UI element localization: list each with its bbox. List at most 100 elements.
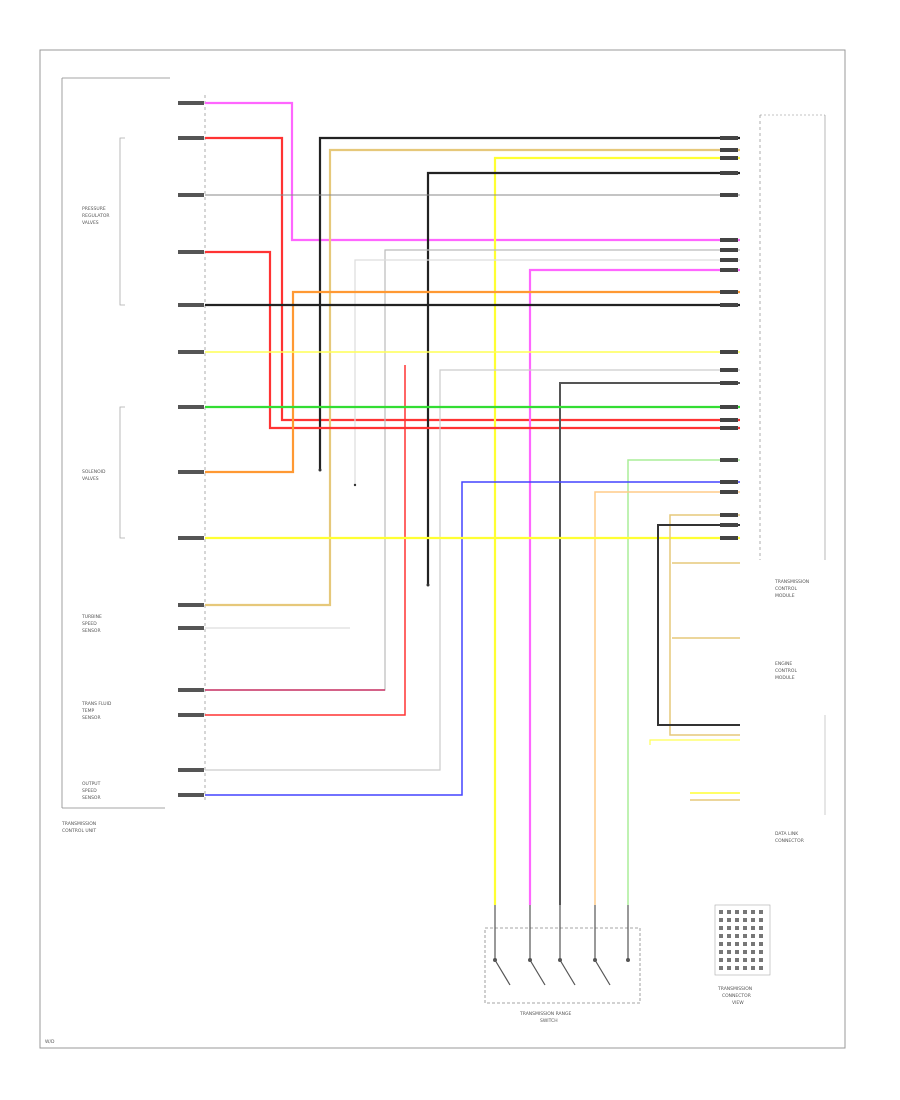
wire-orange-1: [205, 290, 740, 474]
wire-tan-1: [205, 148, 740, 607]
connector-face-grid: [714, 904, 771, 976]
label-fluid-temp-3: SENSOR: [82, 715, 101, 721]
wire-pink-2: [528, 268, 740, 905]
transmission-range-switch: [484, 905, 641, 1004]
connector-pin: [759, 966, 763, 970]
label-connector-view-1: TRANSMISSION: [717, 986, 752, 992]
connector-pin: [743, 958, 747, 962]
connector-pin: [727, 934, 731, 938]
wire-tan-2: [669, 514, 740, 736]
connector-pin: [735, 966, 739, 970]
connector-pin: [727, 918, 731, 922]
wire-lightgray-2: [354, 259, 740, 485]
label-right-module-2b: CONTROL: [775, 668, 797, 674]
connector-pin: [719, 918, 723, 922]
connector-pin: [727, 910, 731, 914]
connector-pin: [743, 966, 747, 970]
label-output-speed-2: SPEED: [82, 788, 97, 794]
splice-points: [318, 468, 430, 587]
connector-pin: [719, 942, 723, 946]
connector-pin: [735, 926, 739, 930]
wire-lightgray-1: [205, 249, 740, 691]
wire-black-2: [426, 171, 740, 585]
label-solenoid-2: VALVES: [82, 476, 99, 482]
label-right-module-3b: CONNECTOR: [775, 838, 804, 844]
label-right-module-1b: CONTROL: [775, 586, 797, 592]
connector-pin: [759, 934, 763, 938]
label-connector-view-3: VIEW: [732, 1000, 744, 1006]
connector-pin: [735, 918, 739, 922]
label-right-module-1a: TRANSMISSION: [774, 579, 809, 585]
connector-pin: [735, 942, 739, 946]
wire-blue-1: [205, 481, 740, 796]
connector-pin: [751, 918, 755, 922]
connector-pin: [759, 950, 763, 954]
connector-pin: [751, 942, 755, 946]
left-pins: [178, 101, 204, 797]
connector-pin: [751, 958, 755, 962]
label-fluid-temp-2: TEMP: [81, 708, 94, 714]
connector-pin: [735, 950, 739, 954]
connector-pin: [719, 966, 723, 970]
wire-lightgreen-1: [627, 459, 740, 905]
connector-pin: [719, 926, 723, 930]
wire-black-1: [318, 136, 740, 470]
wire-red-1: [205, 136, 740, 422]
connector-pin: [759, 958, 763, 962]
label-right-module-1c: MODULE: [775, 593, 795, 599]
diagram-frame: [39, 49, 846, 1049]
connector-pin: [743, 942, 747, 946]
connector-pin: [743, 950, 747, 954]
wire-gray-2: [559, 382, 740, 905]
wire-red-4: [205, 365, 406, 716]
connector-pin: [759, 926, 763, 930]
connector-pin: [727, 966, 731, 970]
connector-face-pins: [719, 910, 763, 970]
connector-pin: [719, 950, 723, 954]
label-pressure-regulator-3: VALVES: [82, 220, 99, 226]
connector-pin: [751, 926, 755, 930]
label-right-module-3a: DATA LINK: [775, 831, 799, 837]
label-connector-view-2: CONNECTOR: [722, 993, 751, 999]
label-output-speed-3: SENSOR: [82, 795, 101, 801]
connector-pin: [727, 942, 731, 946]
connector-pin: [743, 934, 747, 938]
connector-pin: [759, 942, 763, 946]
wire-peach-1: [594, 491, 740, 905]
label-range-switch-2: SWITCH: [540, 1018, 558, 1024]
connector-pin: [719, 958, 723, 962]
label-left-module-2: CONTROL UNIT: [62, 828, 96, 834]
label-left-module-1: TRANSMISSION: [61, 821, 96, 827]
label-solenoid-1: SOLENOID: [82, 469, 106, 475]
connector-pin: [751, 934, 755, 938]
connector-pin: [743, 910, 747, 914]
connector-pin: [759, 918, 763, 922]
wire-pink-1: [205, 101, 740, 242]
label-fluid-temp-1: TRANS FLUID: [81, 701, 112, 707]
connector-pin: [727, 958, 731, 962]
label-pressure-regulator-1: PRESSURE: [82, 206, 106, 212]
label-turbine-1: TURBINE: [81, 614, 102, 620]
connector-pin: [735, 934, 739, 938]
label-right-module-2a: ENGINE: [775, 661, 792, 667]
connector-pin: [751, 966, 755, 970]
footer-label: W/D: [45, 1039, 55, 1045]
connector-pin: [727, 950, 731, 954]
label-output-speed-1: OUTPUT: [82, 781, 101, 787]
connector-pin: [719, 934, 723, 938]
label-right-module-2c: MODULE: [775, 675, 795, 681]
wire-black-4: [657, 524, 740, 726]
connector-pin: [751, 910, 755, 914]
connector-pin: [743, 918, 747, 922]
connector-pin: [719, 910, 723, 914]
label-range-switch-1: TRANSMISSION RANGE: [519, 1011, 571, 1017]
wire-red-3: [205, 250, 740, 430]
label-pressure-regulator-2: REGULATOR: [82, 213, 110, 219]
connector-pin: [735, 958, 739, 962]
wire-yellow-4: [649, 739, 740, 745]
right-pins: [720, 136, 738, 540]
label-turbine-2: SPEED: [82, 621, 97, 627]
connector-pin: [759, 910, 763, 914]
connector-pin: [751, 950, 755, 954]
